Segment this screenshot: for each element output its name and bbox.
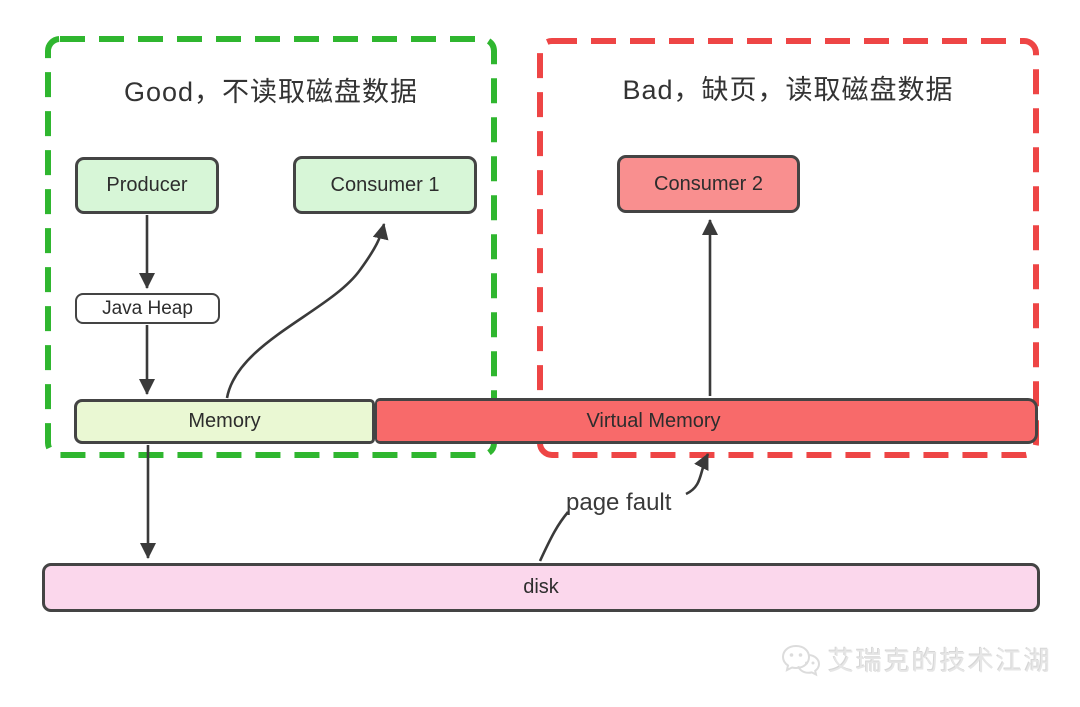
arrow-memory-to-consumer1 — [225, 223, 389, 399]
memory-bar: Memory — [74, 399, 375, 444]
page-fault-label: page fault — [566, 489, 672, 516]
wechat-icon — [781, 644, 820, 676]
good-region-title: Good，不读取磁盘数据 — [123, 77, 419, 107]
watermark: 艾瑞克的技术江湖 — [780, 641, 1052, 678]
bad-region-title: Bad，缺页，读取磁盘数据 — [622, 75, 954, 105]
watermark-text: 艾瑞克的技术江湖 — [827, 646, 1052, 676]
arrow-pagefault-to-virtualmemory — [685, 453, 710, 496]
disk-bar: disk — [42, 563, 1040, 612]
consumer1-node: Consumer 1 — [293, 156, 477, 214]
memory-label: Memory — [188, 410, 261, 432]
page-fault-leader-line — [538, 511, 569, 562]
virtual-memory-bar: Virtual Memory — [375, 398, 1038, 444]
producer-node: Producer — [75, 157, 219, 214]
disk-label: disk — [523, 576, 559, 598]
consumer2-node: Consumer 2 — [617, 155, 800, 213]
virtual-memory-label: Virtual Memory — [586, 409, 721, 432]
java-heap-node: Java Heap — [75, 293, 220, 324]
